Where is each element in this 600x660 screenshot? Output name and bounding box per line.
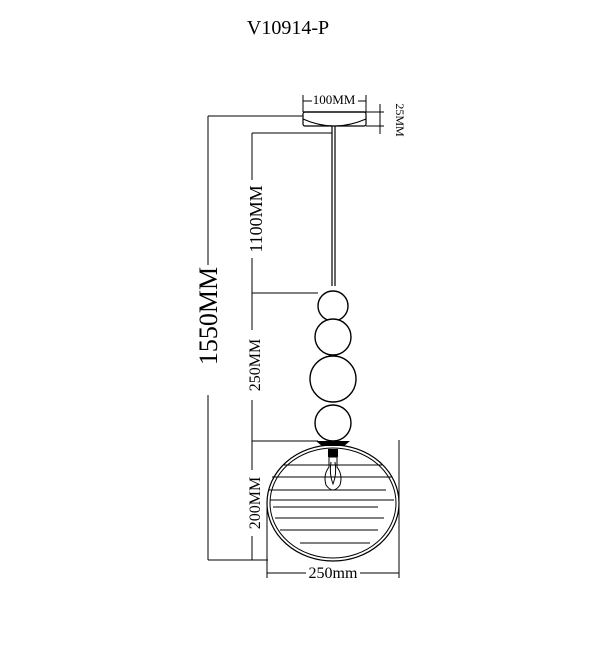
shade-width-label: 250mm <box>309 565 358 582</box>
canopy-height-label: 25MM <box>393 103 407 137</box>
canopy-width-dimension: 100MM <box>302 92 367 112</box>
shade-height-label: 200MM <box>247 477 264 529</box>
bulb-icon <box>324 449 342 491</box>
cable-length-dimension: 1100MM <box>246 132 332 294</box>
shade-width-dimension: 250mm <box>266 440 400 582</box>
shade-cap <box>316 441 350 446</box>
glass-shade <box>266 444 400 562</box>
model-title: V10914-P <box>247 17 329 39</box>
canopy-height-dimension: 25MM <box>366 103 407 137</box>
beads-height-label: 250MM <box>247 339 264 391</box>
beads-height-dimension: 250MM <box>247 293 318 442</box>
canopy-width-label: 100MM <box>313 92 356 107</box>
canopy <box>302 111 367 127</box>
glass-beads <box>309 290 357 442</box>
cable <box>331 126 336 286</box>
total-height-dimension: 1550MM <box>194 115 303 561</box>
shade-height-dimension: 200MM <box>247 441 264 560</box>
total-height-label: 1550MM <box>194 267 223 365</box>
cable-length-label: 1100MM <box>246 185 266 252</box>
